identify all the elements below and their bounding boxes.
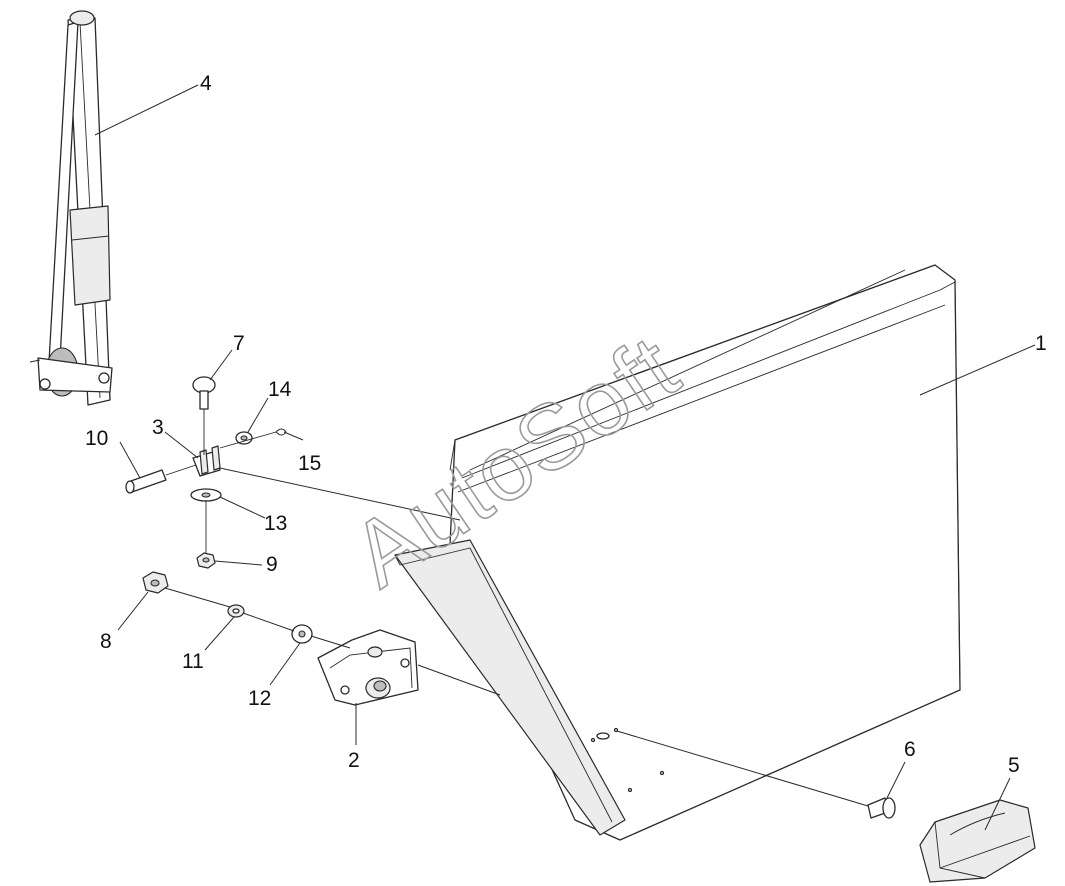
part-9-nut xyxy=(196,500,216,569)
part-2-hinge-plate xyxy=(317,629,419,706)
callout-9: 9 xyxy=(266,553,278,576)
callout-15: 15 xyxy=(298,452,321,475)
callout-12: 12 xyxy=(248,687,271,710)
part-10-pin xyxy=(125,464,197,494)
part-8-nut xyxy=(142,571,169,594)
callout-14: 14 xyxy=(268,378,292,401)
part-7-bolt xyxy=(192,376,216,455)
callout-8: 8 xyxy=(100,630,112,653)
part-1-mudguard-panel xyxy=(394,264,961,841)
part-13-washer xyxy=(190,488,222,502)
assembly-lines xyxy=(164,467,869,807)
part-14-washer xyxy=(235,431,253,445)
callout-3: 3 xyxy=(152,416,164,439)
part-11-lock-washer xyxy=(227,604,245,618)
callout-13: 13 xyxy=(264,512,287,535)
callout-5: 5 xyxy=(1008,754,1020,777)
callout-leaders xyxy=(94,84,1036,831)
part-15-clip xyxy=(219,428,287,449)
part-4-support-arm xyxy=(29,10,113,406)
callout-4: 4 xyxy=(200,72,212,95)
part-6-bolt xyxy=(867,797,896,819)
part-5-lamp-cover xyxy=(919,799,1036,883)
callout-1: 1 xyxy=(1035,332,1047,355)
part-12-washer xyxy=(291,624,313,644)
callout-10: 10 xyxy=(85,427,108,450)
callout-2: 2 xyxy=(348,749,360,772)
callout-6: 6 xyxy=(904,738,916,761)
callout-numbers: 1 2 3 4 5 6 7 8 9 10 11 12 13 14 15 xyxy=(85,72,1047,777)
callout-11: 11 xyxy=(182,650,204,673)
part-3-bracket xyxy=(192,445,221,477)
callout-7: 7 xyxy=(233,332,245,355)
